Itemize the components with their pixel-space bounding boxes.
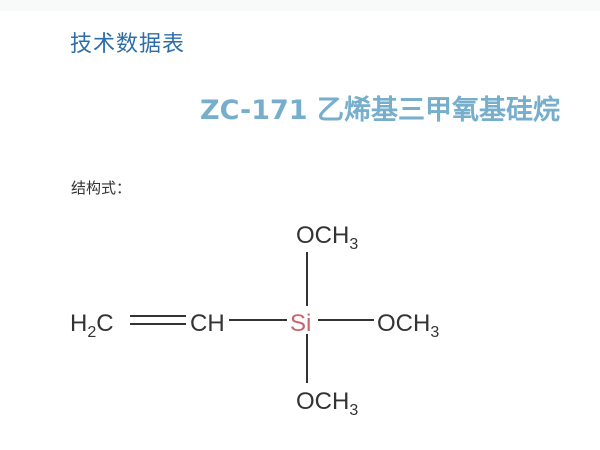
top-methoxy-group: OCH3: [296, 222, 358, 253]
structure-label: 结构式：: [71, 179, 132, 197]
vinyl-ch2-group: H2C: [70, 310, 114, 341]
vinyl-ch-group: CH: [190, 310, 225, 337]
bottom-methoxy-group: OCH3: [296, 388, 358, 419]
product-title: ZC-171 乙烯基三甲氧基硅烷: [200, 95, 560, 126]
top-bar: [0, 0, 600, 11]
document-header-title: 技术数据表: [70, 32, 186, 57]
right-methoxy-group: OCH3: [377, 310, 439, 341]
silicon-atom: Si: [290, 310, 311, 337]
